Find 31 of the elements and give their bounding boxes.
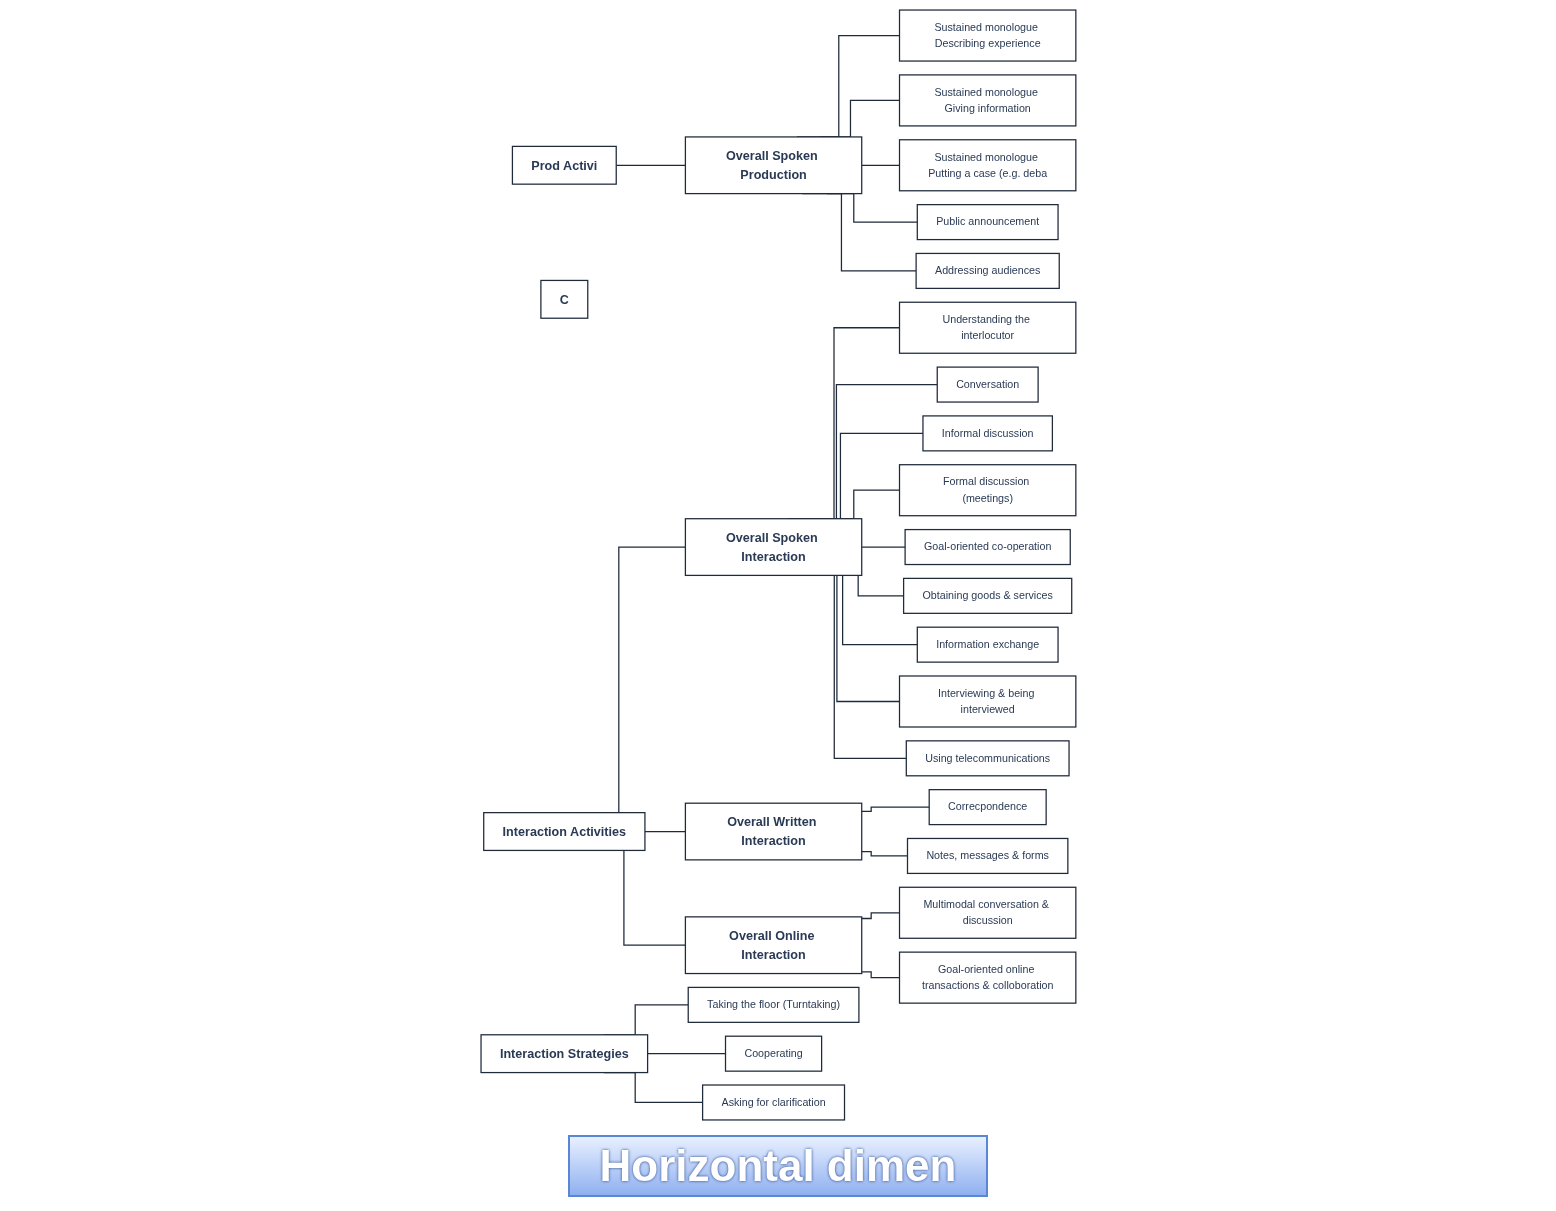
- node-box: Goal-oriented co-operation: [904, 528, 1071, 566]
- node-box: Sustained monologue Giving information: [898, 74, 1077, 127]
- node-box: Sustained monologue Describing experience: [898, 9, 1077, 62]
- node-box: Taking the floor (Turntaking): [687, 986, 860, 1023]
- node-box: Using telecommunications: [905, 740, 1070, 777]
- node-box: Correcpondence: [928, 789, 1047, 826]
- node-box: Obtaining goods & services: [902, 577, 1072, 614]
- node-box: Interaction Strategies: [479, 1034, 648, 1074]
- node-box: Goal-oriented online transactions & colloboration: [898, 951, 1077, 1004]
- node-box: Multimodal conversation & discussion: [898, 886, 1077, 939]
- node-box: Interviewing & being interviewed: [898, 675, 1077, 728]
- node-box: Overall Spoken Interaction: [684, 518, 862, 576]
- banner-text: Horizontal dimen: [567, 1135, 989, 1197]
- node-box: Information exchange: [916, 626, 1059, 663]
- node-box: Public announcement: [916, 204, 1059, 241]
- node-box: Interaction Activities: [482, 812, 646, 852]
- node-box: Asking for clarification: [701, 1084, 845, 1121]
- node-box: Notes, messages & forms: [906, 837, 1069, 875]
- node-box: C: [539, 279, 588, 319]
- node-box: Formal discussion (meetings): [898, 464, 1077, 517]
- connector: [860, 971, 900, 979]
- node-box: Informal discussion: [921, 415, 1053, 452]
- node-box: Conversation: [936, 366, 1039, 403]
- node-box: Sustained monologue Putting a case (e.g. deba: [898, 139, 1077, 192]
- node-box: Overall Spoken Production: [684, 136, 862, 195]
- node-box: Addressing audiences: [915, 252, 1060, 289]
- node-box: Prod Activi: [511, 145, 617, 185]
- node-box: Overall Online Interaction: [684, 916, 862, 975]
- node-box: Understanding the interlocutor: [898, 301, 1077, 354]
- node-box: Cooperating: [724, 1035, 822, 1072]
- node-box: Overall Written Interaction: [684, 802, 862, 861]
